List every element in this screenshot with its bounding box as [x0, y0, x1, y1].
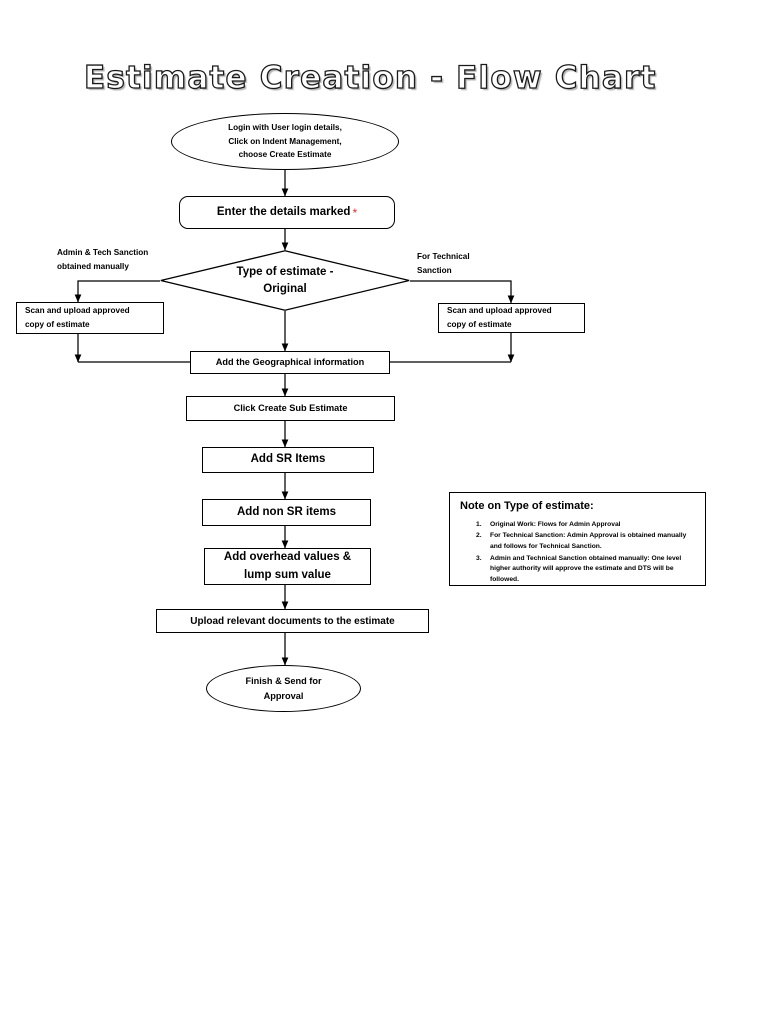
- node-add-overhead-values-label: Add overhead values & lump sum value: [223, 551, 352, 581]
- note-panel-list: 1. Original Work: Flows for Admin Approv…: [460, 520, 697, 586]
- note-item: 1. Original Work: Flows for Admin Approv…: [460, 520, 697, 531]
- note-panel: Note on Type of estimate: 1. Original Wo…: [449, 492, 706, 586]
- note-item-text: Original Work: Flows for Admin Approval: [490, 521, 621, 528]
- node-upload-relevant-documents[interactable]: Upload relevant documents to the estimat…: [156, 609, 429, 633]
- node-add-geographical-information[interactable]: Add the Geographical information: [190, 351, 390, 374]
- note-item-number: 3.: [476, 554, 482, 562]
- node-add-sr-items[interactable]: Add SR Items: [202, 447, 374, 473]
- note-item-text: For Technical Sanction: Admin Approval i…: [490, 532, 687, 551]
- page-title: Estimate Creation - Flow Chart: [83, 59, 657, 96]
- node-scan-upload-left-label: Scan and upload approved copy of estimat…: [25, 306, 130, 329]
- node-scan-upload-left[interactable]: Scan and upload approved copy of estimat…: [16, 302, 164, 334]
- node-start[interactable]: Login with User login details, Click on …: [171, 113, 399, 170]
- edge-decision-left: [74, 280, 160, 303]
- note-item-text: Admin and Technical Sanction obtained ma…: [490, 554, 682, 584]
- node-add-sr-items-label: Add SR Items: [250, 453, 326, 466]
- node-finish-send-for-approval-label: Finish & Send for Approval: [245, 675, 322, 701]
- branch-label-right: For Technical Sanction: [417, 252, 470, 276]
- branch-label-left: Admin & Tech Sanction obtained manually: [57, 248, 149, 272]
- node-add-geographical-information-label: Add the Geographical information: [215, 357, 365, 368]
- node-start-label: Login with User login details, Click on …: [228, 123, 342, 160]
- node-add-non-sr-items[interactable]: Add non SR items: [202, 499, 371, 526]
- node-decision-label: Type of estimate - Original: [236, 265, 334, 295]
- note-item: 2. For Technical Sanction: Admin Approva…: [460, 531, 697, 553]
- node-decision-type-of-estimate[interactable]: Type of estimate - Original: [160, 250, 410, 311]
- node-add-non-sr-items-label: Add non SR items: [236, 505, 337, 518]
- note-item: 3. Admin and Technical Sanction obtained…: [460, 554, 697, 587]
- node-scan-upload-right-label: Scan and upload approved copy of estimat…: [447, 306, 552, 329]
- node-enter-details[interactable]: Enter the details marked*: [179, 196, 395, 229]
- note-item-number: 2.: [476, 532, 482, 540]
- note-panel-title: Note on Type of estimate:: [460, 500, 594, 512]
- note-item-number: 1.: [476, 521, 482, 528]
- node-click-create-sub-estimate[interactable]: Click Create Sub Estimate: [186, 396, 395, 421]
- node-upload-relevant-documents-label: Upload relevant documents to the estimat…: [190, 615, 395, 627]
- diamond-shape: [160, 250, 410, 311]
- edge-decision-right: [410, 280, 515, 304]
- node-scan-upload-right[interactable]: Scan and upload approved copy of estimat…: [438, 303, 585, 333]
- node-click-create-sub-estimate-label: Click Create Sub Estimate: [233, 403, 348, 414]
- node-finish-send-for-approval[interactable]: Finish & Send for Approval: [206, 665, 361, 712]
- node-add-overhead-values[interactable]: Add overhead values & lump sum value: [204, 548, 371, 585]
- node-enter-details-label: Enter the details marked: [216, 205, 351, 218]
